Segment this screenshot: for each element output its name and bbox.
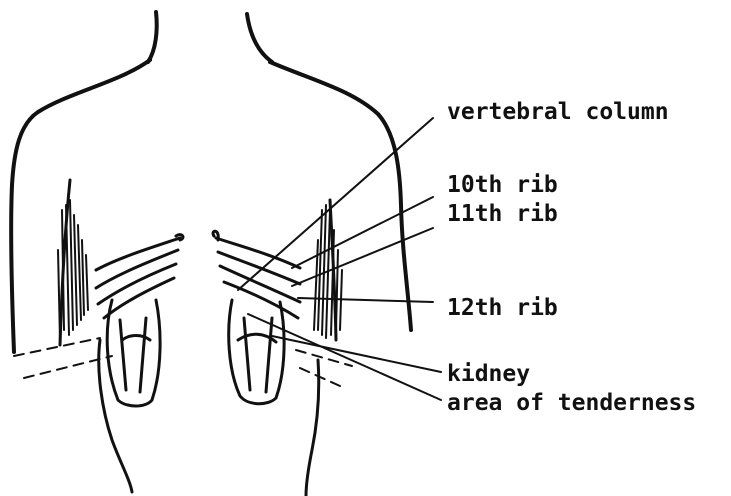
right-kidney: [229, 300, 284, 404]
label-kidney: kidney: [447, 361, 530, 387]
left-kidney: [107, 300, 160, 406]
label-vertebral-column: vertebral column: [447, 99, 669, 125]
left-ribs: [96, 235, 183, 318]
label-12th-rib: 12th rib: [447, 295, 558, 321]
neck-right: [247, 14, 272, 62]
label-11th-rib: 11th rib: [447, 201, 558, 227]
leader-kidney: [272, 336, 441, 372]
right-dashed-lines: [296, 350, 352, 386]
left-muscle-hatching: [58, 200, 88, 340]
left-waist: [99, 340, 132, 492]
label-10th-rib: 10th rib: [447, 172, 558, 198]
right-waist: [306, 360, 319, 496]
neck-left: [148, 12, 157, 62]
label-area-of-tenderness: area of tenderness: [447, 390, 696, 416]
